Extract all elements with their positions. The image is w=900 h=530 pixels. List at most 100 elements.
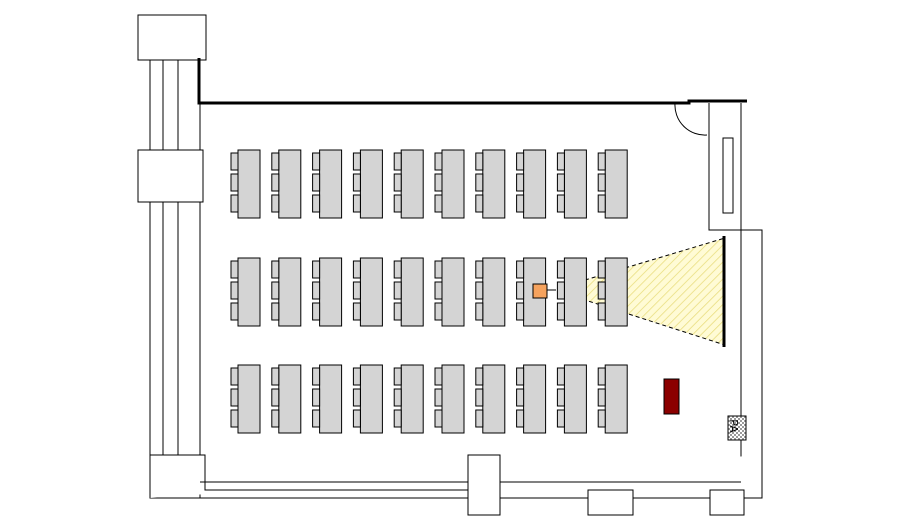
chair [230, 409, 239, 428]
chair [352, 194, 361, 213]
chair [393, 152, 402, 171]
chair [271, 260, 280, 279]
chair [556, 281, 565, 300]
chair [352, 302, 361, 321]
chair [271, 152, 280, 171]
seating-area [230, 149, 628, 434]
table [563, 149, 587, 219]
chair [271, 388, 280, 407]
chair [475, 173, 484, 192]
chair [475, 409, 484, 428]
table [237, 257, 261, 327]
table [319, 364, 343, 434]
top-left-column [137, 14, 207, 61]
chair [434, 152, 443, 171]
chair [597, 260, 606, 279]
chair [312, 173, 321, 192]
chair [475, 260, 484, 279]
door-swing [674, 102, 708, 136]
chair [352, 173, 361, 192]
chair [597, 388, 606, 407]
chair [556, 173, 565, 192]
table [482, 364, 506, 434]
chair [352, 152, 361, 171]
chair [312, 409, 321, 428]
table [523, 149, 547, 219]
chair [271, 173, 280, 192]
table [482, 257, 506, 327]
chair [230, 260, 239, 279]
chair [312, 152, 321, 171]
table [237, 149, 261, 219]
table [604, 364, 628, 434]
table [441, 364, 465, 434]
table [359, 257, 383, 327]
chair [516, 388, 525, 407]
table [278, 364, 302, 434]
table [319, 149, 343, 219]
bottom-bump-3 [709, 489, 745, 516]
chair [312, 302, 321, 321]
chair [312, 260, 321, 279]
table [563, 364, 587, 434]
chair [393, 194, 402, 213]
chair [434, 194, 443, 213]
table [359, 364, 383, 434]
chair [516, 152, 525, 171]
table [237, 364, 261, 434]
projector [532, 283, 548, 299]
chair [230, 367, 239, 386]
chair [230, 388, 239, 407]
chair [230, 173, 239, 192]
chair [434, 260, 443, 279]
chair [393, 302, 402, 321]
chair [393, 409, 402, 428]
chair [475, 281, 484, 300]
chair [271, 194, 280, 213]
chair [597, 302, 606, 321]
chair [556, 409, 565, 428]
chair [434, 388, 443, 407]
chair [556, 152, 565, 171]
room-walls [137, 14, 763, 516]
chair [393, 388, 402, 407]
chair [516, 367, 525, 386]
chair [475, 194, 484, 213]
bottom-bump-2 [587, 489, 634, 516]
chair [516, 302, 525, 321]
screen-post [722, 137, 734, 214]
top-wall [197, 58, 747, 105]
table [400, 257, 424, 327]
chair [352, 388, 361, 407]
pa-box [727, 415, 747, 441]
chair [597, 152, 606, 171]
bottom-bump-1 [467, 454, 501, 516]
chair [516, 194, 525, 213]
chair [393, 173, 402, 192]
chair [393, 367, 402, 386]
chair [475, 152, 484, 171]
chair [312, 194, 321, 213]
table [441, 257, 465, 327]
chair [434, 302, 443, 321]
mid-left-column [137, 149, 204, 203]
chair [556, 302, 565, 321]
pa-speaker: PA [727, 415, 747, 441]
table [563, 257, 587, 327]
chair [434, 367, 443, 386]
chair [271, 302, 280, 321]
chair [271, 409, 280, 428]
table [523, 364, 547, 434]
chair [271, 281, 280, 300]
chair [556, 367, 565, 386]
chair [597, 281, 606, 300]
chair [597, 409, 606, 428]
table [441, 149, 465, 219]
chair [230, 194, 239, 213]
table [400, 149, 424, 219]
table [319, 257, 343, 327]
left-wall [149, 57, 201, 499]
table [278, 149, 302, 219]
chair [556, 260, 565, 279]
